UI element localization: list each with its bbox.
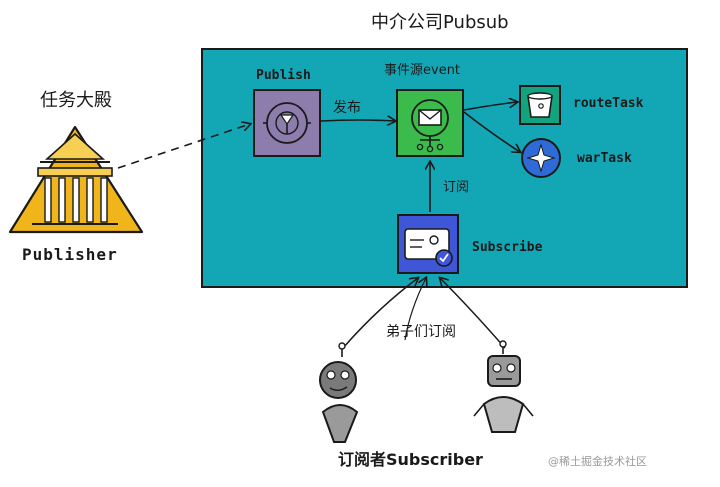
container-title: 中介公司Pubsub: [371, 12, 509, 33]
subscriber-right-to-subscribe-arrow: [440, 278, 506, 349]
subscriber-robot-right-icon: [473, 340, 534, 433]
subscribe-label: Subscribe: [472, 240, 543, 255]
bucket-icon: [527, 92, 553, 118]
subscribe-arrow-label: 订阅: [443, 180, 470, 195]
temple-icon: [8, 125, 144, 234]
publisher-caption: 任务大殿: [40, 90, 112, 111]
route-task-label: routeTask: [573, 96, 644, 111]
event-source-label: 事件源event: [384, 63, 461, 78]
subscriber-center-arrow: [404, 278, 426, 341]
subscribers-caption: 订阅者Subscriber: [338, 450, 483, 469]
publish-arrow-label: 发布: [333, 100, 361, 116]
event-to-route-task-arrow: [463, 102, 517, 111]
publish-label: Publish: [256, 68, 311, 83]
publisher-to-publish-arrow: [117, 124, 250, 169]
subscriber-robot-left-icon: [319, 342, 359, 443]
publisher-name: Publisher: [22, 245, 118, 264]
war-task-label: warTask: [577, 151, 632, 166]
broadcast-icon: [263, 102, 311, 144]
subscriber-left-to-subscribe-arrow: [342, 278, 418, 349]
id-card-icon: [404, 228, 453, 267]
envelope-icon: [411, 99, 449, 153]
war-task-icon: [521, 138, 561, 178]
watermark: @稀土掘金技术社区: [548, 455, 647, 468]
publish-to-event-arrow: [320, 120, 395, 121]
subscribers-arrow-label: 弟子们订阅: [386, 324, 456, 340]
event-to-war-task-arrow: [463, 111, 520, 152]
